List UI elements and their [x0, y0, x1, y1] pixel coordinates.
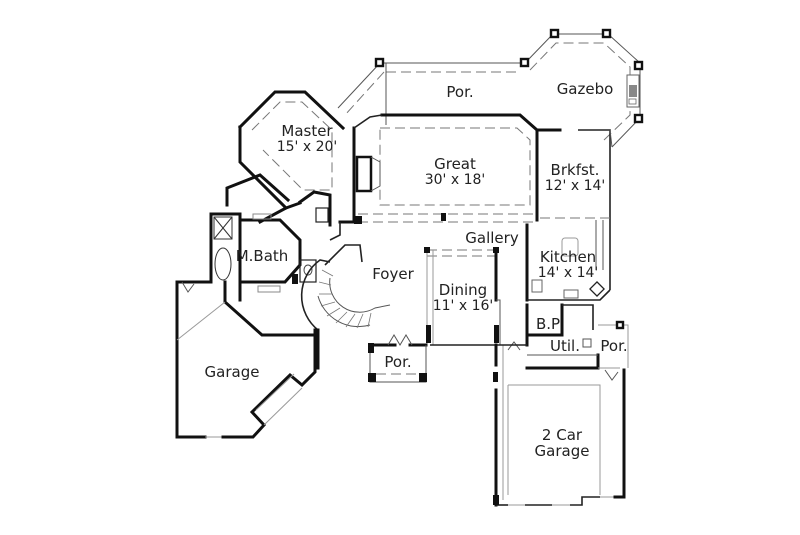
- garage-two-car: [493, 343, 626, 507]
- room-label-porch-side: Por.: [600, 337, 628, 355]
- room-dimensions: 14' x 14': [537, 265, 599, 281]
- porch-posts: [374, 28, 644, 124]
- room-label-foyer: Foyer: [372, 265, 414, 283]
- room-label-garage: Garage: [204, 363, 260, 381]
- great-room: [352, 113, 540, 224]
- room-label-dining: Dining 11' x 16': [428, 282, 498, 314]
- room-label-breakfast: Brkfst. 12' x 14': [540, 162, 610, 194]
- room-label-porch-front: Por.: [384, 353, 412, 371]
- room-name: Dining: [438, 281, 488, 299]
- room-name: Brkfst.: [550, 161, 600, 179]
- room-name: Kitchen: [539, 248, 597, 266]
- butler-pantry-utility: [507, 303, 629, 381]
- room-name: 2 Car: [541, 426, 583, 444]
- room-label-utility: Util.: [550, 337, 580, 355]
- room-label-master: Master 15' x 20': [262, 123, 352, 155]
- room-name: Master: [281, 122, 333, 140]
- room-label-two-car-garage: 2 Car Garage: [525, 427, 599, 459]
- room-dimensions: 15' x 20': [276, 139, 338, 155]
- room-label-butler-pantry: B.P: [535, 315, 561, 333]
- room-name: Garage: [534, 442, 590, 460]
- room-label-porch-rear: Por.: [446, 83, 474, 101]
- dining-room: [424, 247, 501, 346]
- room-dimensions: 30' x 18': [424, 172, 486, 188]
- room-label-gazebo: Gazebo: [556, 80, 614, 98]
- master-bath: [175, 173, 332, 302]
- garage-left: [175, 280, 317, 439]
- room-dimensions: 12' x 14': [544, 178, 606, 194]
- foyer-stair: [300, 220, 391, 370]
- room-label-great: Great 30' x 18': [410, 156, 500, 188]
- master-bedroom: [237, 90, 346, 225]
- room-label-gallery: Gallery: [465, 229, 519, 247]
- front-porch: [368, 334, 428, 383]
- room-label-master-bath: M.Bath: [235, 247, 289, 265]
- room-name: Great: [434, 155, 476, 173]
- room-dimensions: 11' x 16': [432, 298, 494, 314]
- room-label-kitchen: Kitchen 14' x 14': [533, 249, 603, 281]
- breakfast-kitchen: [525, 128, 613, 302]
- connecting-walls: [329, 222, 527, 346]
